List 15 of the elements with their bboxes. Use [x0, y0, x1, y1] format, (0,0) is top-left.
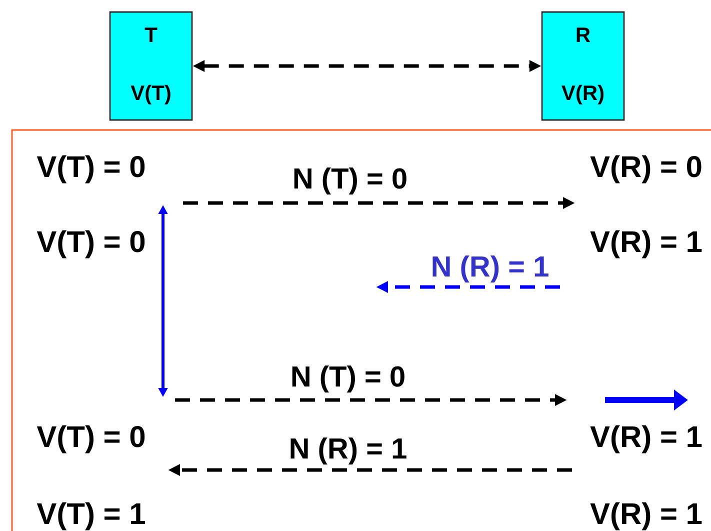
- state-label: V(T) = 0: [36, 155, 145, 184]
- frame-box: [11, 129, 711, 531]
- state-label: V(T) = 0: [36, 425, 145, 454]
- state-label: V(R) = 0: [590, 155, 702, 184]
- state-label: V(R) = 1: [590, 230, 702, 258]
- station-box: R V(R): [541, 11, 625, 121]
- state-label: V(T) = 0: [36, 230, 145, 258]
- state-label: V(T) = 1: [36, 502, 145, 530]
- message-label: N (T) = 0: [289, 364, 407, 394]
- message-label: N (T) = 0: [291, 166, 409, 196]
- message-label: N (R) = 1: [430, 254, 550, 284]
- state-label: V(R) = 1: [590, 425, 702, 454]
- message-label: N (R) = 1: [288, 436, 408, 466]
- state-label: V(R) = 1: [590, 502, 702, 530]
- station-box: T V(T): [109, 11, 193, 121]
